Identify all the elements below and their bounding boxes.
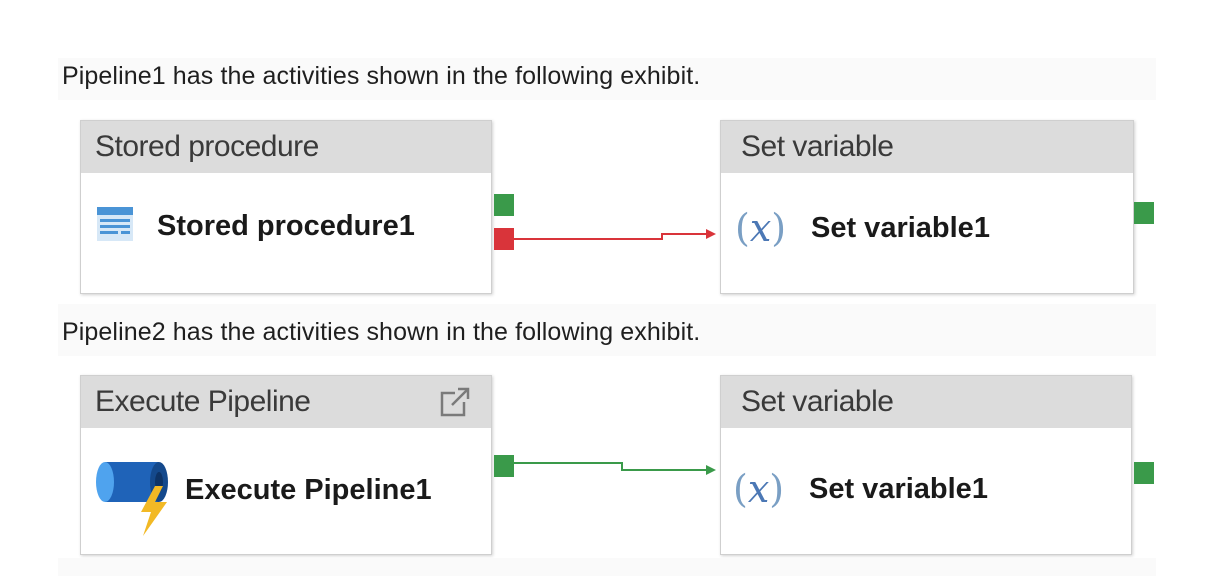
execute-pipeline-icon — [93, 456, 173, 538]
stored-procedure-icon — [97, 207, 133, 241]
success-output-port[interactable] — [1134, 462, 1154, 484]
success-output-port[interactable] — [494, 455, 514, 477]
pipeline2-caption-background — [58, 304, 1156, 356]
open-external-icon[interactable] — [439, 386, 471, 418]
set-variable-icon: (x) — [733, 467, 785, 511]
pipeline2-caption: Pipeline2 has the activities shown in th… — [62, 318, 701, 346]
activity-type-label: Set variable — [721, 121, 1133, 173]
set-variable-activity[interactable]: Set variable (x) Set variable1 — [720, 375, 1132, 555]
set-variable-activity[interactable]: Set variable (x) Set variable1 — [720, 120, 1134, 294]
pipeline1-caption-background — [58, 58, 1156, 100]
success-output-port[interactable] — [494, 194, 514, 216]
activity-type-label: Execute Pipeline — [81, 376, 491, 428]
pipeline1-caption: Pipeline1 has the activities shown in th… — [62, 62, 701, 90]
success-output-port[interactable] — [1134, 202, 1154, 224]
activity-type-label: Set variable — [721, 376, 1131, 428]
activity-name: Execute Pipeline1 — [185, 474, 432, 506]
activity-name: Set variable1 — [809, 473, 988, 505]
failure-output-port[interactable] — [494, 228, 514, 250]
activity-name: Set variable1 — [811, 212, 990, 244]
set-variable-icon: (x) — [735, 206, 787, 250]
activity-name: Stored procedure1 — [157, 210, 415, 242]
execute-pipeline-activity[interactable]: Execute Pipeline Execute Pipeline1 — [80, 375, 492, 555]
activity-type-label: Stored procedure — [81, 121, 491, 173]
stored-procedure-activity[interactable]: Stored procedure Stored procedure1 — [80, 120, 492, 294]
bottom-strip — [58, 558, 1156, 576]
